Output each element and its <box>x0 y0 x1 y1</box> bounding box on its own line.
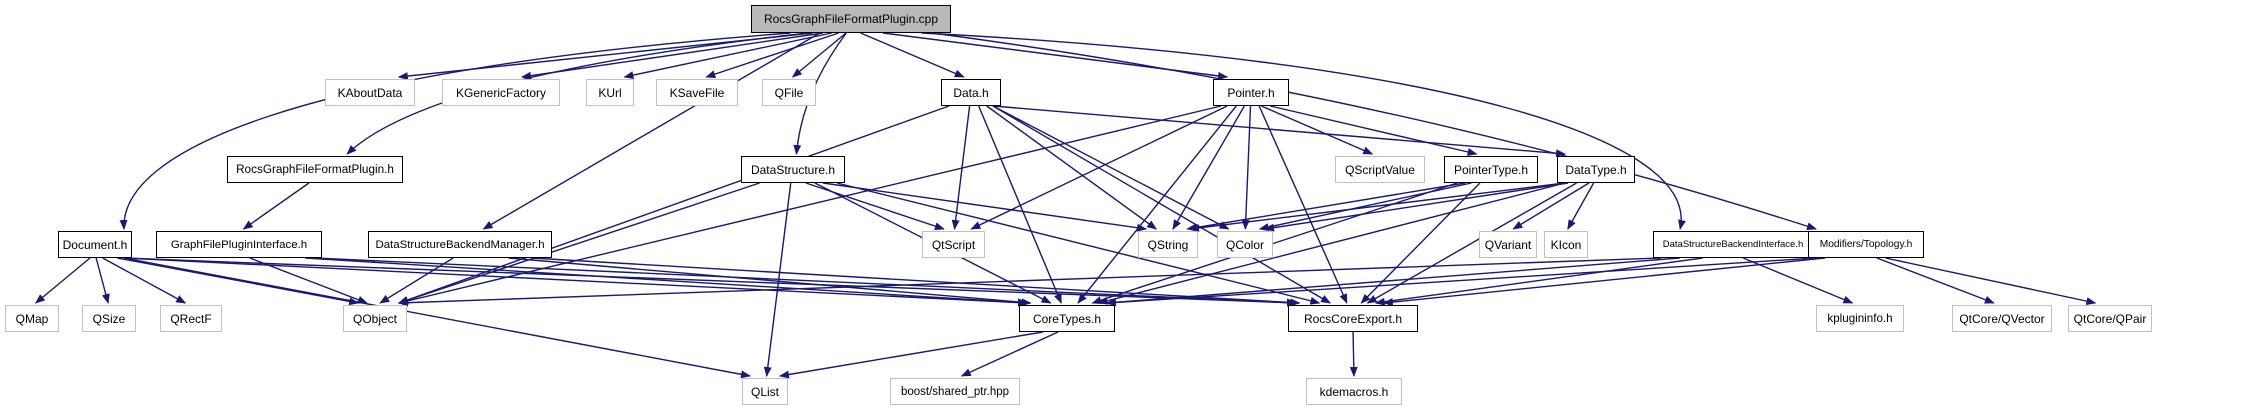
node-qlist: QList <box>742 378 788 405</box>
node-qtcore-qpair: QtCore/QPair <box>2068 305 2152 332</box>
include-edge-rocsgraphfileformatplugin-cpp--rocsgraphfileformatplugin-h <box>346 32 809 155</box>
include-edge-datastructure-h--qobject <box>398 182 760 304</box>
include-edge-data-h--qobject <box>398 105 950 304</box>
node-qvariant: QVariant <box>1479 231 1537 258</box>
include-edge-datastructurebackendinterface-h--qobject <box>398 257 1662 307</box>
include-edge-pointer-h--pointertype-h <box>1270 105 1478 156</box>
node-rocscoreexport-h[interactable]: RocsCoreExport.h <box>1288 305 1418 332</box>
include-edge-pointer-h--qobject <box>398 105 1222 305</box>
include-edge-rocsgraphfileformatplugin-cpp--datastructurebackendinterface-h <box>921 32 1686 230</box>
include-edge-modifiers-topology-h--qtcore-qvector <box>1876 257 1995 304</box>
include-edge-graphfileplugininterface-h--rocscoreexport-h <box>313 257 1297 307</box>
node-kaboutdata: KAboutData <box>325 79 415 106</box>
node-kplugininfo-h: kplugininfo.h <box>1816 305 1904 332</box>
include-edge-rocsgraphfileformatplugin-cpp--datastructurebackendmanager-h <box>482 32 821 230</box>
node-qtscript: QtScript <box>922 231 985 258</box>
include-edge-data-h--qcolor <box>992 105 1230 230</box>
include-edge-pointer-h--qcolor <box>1241 105 1252 230</box>
node-ksavefile: KSaveFile <box>656 79 738 106</box>
node-qrectf: QRectF <box>160 305 222 332</box>
include-edge-rocscoreexport-h--kdemacros-h <box>1349 331 1358 377</box>
include-edge-data-h--coretypes-h <box>978 105 1062 304</box>
node-data-h[interactable]: Data.h <box>941 79 1001 106</box>
include-edge-datastructurebackendinterface-h--kplugininfo-h <box>1742 257 1854 304</box>
node-boost-shared-ptr-hpp: boost/shared_ptr.hpp <box>890 378 1020 405</box>
include-edge-graphfileplugininterface-h--coretypes-h <box>305 257 1028 307</box>
include-edge-modifiers-topology-h--rocscoreexport-h <box>1382 257 1826 307</box>
node-qscriptvalue: QScriptValue <box>1335 156 1425 183</box>
include-edge-coretypes-h--boost-shared-ptr-hpp <box>960 331 1059 377</box>
include-edge-datatype-h--rocscoreexport-h <box>1366 182 1577 304</box>
node-qtcore-qvector: QtCore/QVector <box>1952 305 2052 332</box>
include-edge-document-h--qobject <box>117 257 360 306</box>
node-document-h[interactable]: Document.h <box>58 231 132 258</box>
node-rocsgraphfileformatplugin-h[interactable]: RocsGraphFileFormatPlugin.h <box>227 156 403 183</box>
node-qcolor: QColor <box>1217 231 1273 258</box>
node-qmap: QMap <box>5 305 59 332</box>
include-edge-datatype-h--qstring <box>1189 182 1566 232</box>
include-edge-datastructurebackendinterface-h--rocscoreexport-h <box>1374 257 1703 306</box>
node-modifiers-topology-h[interactable]: Modifiers/Topology.h <box>1808 231 1924 258</box>
node-coretypes-h[interactable]: CoreTypes.h <box>1019 305 1115 332</box>
include-edge-datastructurebackendmanager-h--qobject <box>379 257 454 304</box>
include-edge-modifiers-topology-h--coretypes-h <box>1106 257 1817 307</box>
node-graphfileplugininterface-h[interactable]: GraphFilePluginInterface.h <box>156 231 322 258</box>
include-edge-datatype-h--kicon <box>1567 182 1595 230</box>
include-edge-rocsgraphfileformatplugin-cpp--ksavefile <box>705 32 839 78</box>
include-edge-rocsgraphfileformatplugin-cpp--data-h <box>860 32 965 78</box>
include-edge-datatype-h--qcolor <box>1264 182 1569 232</box>
node-kurl: KUrl <box>586 79 634 106</box>
node-kdemacros-h: kdemacros.h <box>1306 378 1402 405</box>
include-edge-pointer-h--qscriptvalue <box>1261 105 1374 155</box>
node-datastructure-h[interactable]: DataStructure.h <box>741 156 845 183</box>
node-pointer-h[interactable]: Pointer.h <box>1213 79 1289 106</box>
include-edge-datatype-h--coretypes-h <box>1097 182 1566 305</box>
include-edge-datastructurebackendmanager-h--coretypes-h <box>508 257 1032 307</box>
include-edge-document-h--qrectf <box>102 257 187 304</box>
include-edge-document-h--rocscoreexport-h <box>123 257 1297 307</box>
node-datastructurebackendinterface-h[interactable]: DataStructureBackendInterface.h <box>1653 231 1813 258</box>
include-edge-rocsgraphfileformatplugin-cpp--kurl <box>623 32 832 80</box>
include-edge-datatype-h--qvariant <box>1512 182 1590 230</box>
include-edge-datastructure-h--qstring <box>822 182 1147 232</box>
include-edge-pointertype-h--qstring <box>1186 182 1466 232</box>
node-qstring: QString <box>1138 231 1198 258</box>
include-edge-coretypes-h--qlist <box>779 331 1043 379</box>
include-edge-datastructure-h--rocscoreexport-h <box>836 182 1321 305</box>
include-edge-pointer-h--qtscript <box>970 105 1228 230</box>
node-qfile: QFile <box>762 79 816 106</box>
include-edge-rocsgraphfileformatplugin-h--graphfileplugininterface-h <box>242 182 310 230</box>
include-edge-data-h--datatype-h <box>992 105 1566 158</box>
include-edge-datastructure-h--qlist <box>763 182 792 377</box>
include-edge-data-h--qstring <box>986 105 1157 230</box>
include-edge-pointer-h--coretypes-h <box>1077 105 1237 304</box>
include-edge-pointertype-h--qcolor <box>1258 182 1472 231</box>
include-edge-document-h--coretypes-h <box>123 257 1028 307</box>
include-edge-rocsgraphfileformatplugin-cpp--qfile <box>791 32 847 78</box>
include-edge-rocsgraphfileformatplugin-cpp--kgenericfactory <box>521 32 824 80</box>
include-edge-modifiers-topology-h--qtcore-qpair <box>1885 257 2097 306</box>
include-edge-document-h--qsize <box>95 257 110 304</box>
node-kicon: KIcon <box>1544 231 1588 258</box>
include-edge-datastructurebackendinterface-h--coretypes-h <box>1105 257 1680 307</box>
node-pointertype-h[interactable]: PointerType.h <box>1444 156 1538 183</box>
include-edge-data-h--rocscoreexport-h <box>992 105 1331 304</box>
include-edge-datastructurebackendmanager-h--rocscoreexport-h <box>531 257 1301 307</box>
node-datastructurebackendmanager-h[interactable]: DataStructureBackendManager.h <box>368 231 552 258</box>
node-datatype-h[interactable]: DataType.h <box>1557 156 1635 183</box>
node-qsize: QSize <box>82 305 136 332</box>
include-edge-pointertype-h--rocscoreexport-h <box>1360 182 1481 304</box>
include-edge-pointer-h--qstring <box>1172 105 1245 230</box>
include-edge-document-h--qlist <box>123 257 751 379</box>
include-edge-rocsgraphfileformatplugin-cpp--document-h <box>119 32 791 230</box>
include-edge-document-h--qmap <box>35 257 91 304</box>
node-kgenericfactory: KGenericFactory <box>442 79 560 106</box>
node-rocsgraphfileformatplugin-cpp: RocsGraphFileFormatPlugin.cpp <box>751 5 951 33</box>
include-edge-rocsgraphfileformatplugin-cpp--modifiers-topology-h <box>932 32 1817 231</box>
node-qobject: QObject <box>343 305 407 332</box>
